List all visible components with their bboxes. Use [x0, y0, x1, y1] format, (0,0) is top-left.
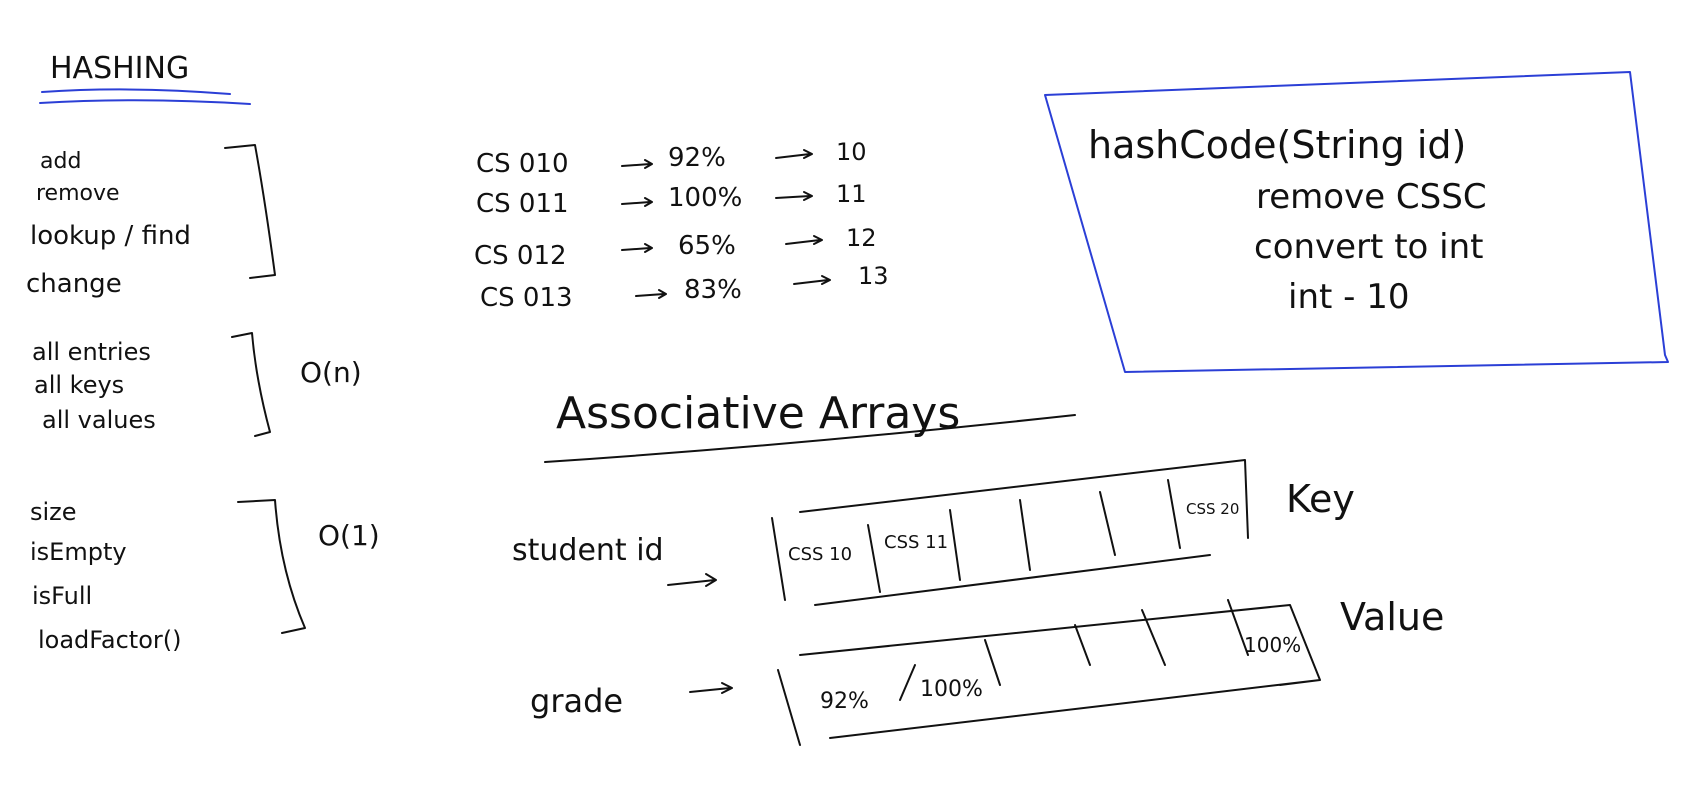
hashcode-step-remove: remove CSSC — [1256, 177, 1487, 217]
op-all-keys: all keys — [34, 371, 124, 399]
op-loadfactor: loadFactor() — [38, 626, 181, 654]
mapping-id: CS 011 — [476, 189, 569, 219]
key-cell: CSS 11 — [884, 532, 948, 553]
value-label: grade — [530, 682, 623, 720]
op-remove: remove — [36, 181, 120, 206]
op-lookup: lookup / find — [30, 221, 191, 251]
key-array-dividers — [867, 479, 1181, 593]
assoc-title: Associative Arrays — [556, 388, 960, 439]
op-isempty: isEmpty — [30, 538, 127, 566]
hashcode-box: hashCode(String id) remove CSSC convert … — [1044, 71, 1669, 373]
value-array: 92% 100% 100% — [777, 599, 1321, 746]
arrow-icon — [621, 243, 653, 253]
mapping-grade: 83% — [684, 275, 742, 305]
arrow-icon — [775, 191, 813, 201]
bracket-group2 — [231, 332, 271, 437]
value-array-dividers — [899, 599, 1249, 701]
arrow-icon — [689, 682, 733, 694]
arrow-icon — [635, 289, 667, 299]
bracket-group1 — [224, 144, 276, 279]
mapping-index: 12 — [846, 224, 877, 252]
bracket-group3 — [237, 499, 306, 634]
arrow-icon — [667, 573, 717, 587]
arrow-icon — [775, 149, 813, 159]
mapping-row: CS 011 100% 11 — [476, 180, 867, 219]
hashcode-box-border — [1044, 71, 1669, 373]
op-size: size — [30, 498, 77, 526]
value-array-outline — [777, 604, 1321, 746]
mapping-row: CS 013 83% 13 — [480, 262, 889, 313]
page-title: HASHING — [50, 51, 189, 86]
complexity-on: O(n) — [300, 356, 362, 389]
mapping-row: CS 010 92% 10 — [476, 138, 867, 179]
op-change: change — [26, 269, 122, 299]
key-cell: CSS 10 — [788, 544, 852, 565]
mapping-index: 10 — [836, 138, 867, 166]
hashcode-step-convert: convert to int — [1254, 227, 1483, 267]
arrow-icon — [793, 275, 831, 285]
op-all-values: all values — [42, 406, 156, 434]
hashcode-signature: hashCode(String id) — [1088, 123, 1466, 167]
mapping-list: CS 010 92% 10 CS 011 100% 11 CS 012 65% … — [474, 138, 889, 313]
value-cell: 92% — [820, 689, 869, 714]
op-add: add — [40, 149, 81, 174]
key-label: student id — [512, 533, 664, 568]
mapping-grade: 65% — [678, 231, 736, 261]
value-cell: 100% — [1244, 633, 1301, 657]
mapping-id: CS 010 — [476, 149, 569, 179]
arrow-icon — [621, 197, 653, 207]
value-cell: 100% — [920, 677, 983, 702]
mapping-row: CS 012 65% 12 — [474, 224, 877, 271]
mapping-grade: 100% — [668, 183, 742, 213]
op-all-entries: all entries — [32, 338, 151, 366]
hashcode-step-subtract: int - 10 — [1288, 277, 1409, 317]
key-array-label: Key — [1286, 477, 1355, 521]
mapping-id: CS 012 — [474, 241, 567, 271]
op-isfull: isFull — [32, 582, 92, 610]
complexity-o1: O(1) — [318, 519, 380, 552]
mapping-grade: 92% — [668, 143, 726, 173]
value-array-label: Value — [1340, 595, 1444, 639]
arrow-icon — [785, 235, 823, 245]
mapping-index: 13 — [858, 262, 889, 290]
title-underline — [39, 88, 251, 105]
key-array: CSS 10 CSS 11 CSS 20 — [771, 459, 1249, 606]
key-cell: CSS 20 — [1186, 500, 1239, 518]
mapping-id: CS 013 — [480, 283, 573, 313]
mapping-index: 11 — [836, 180, 867, 208]
arrow-icon — [621, 159, 653, 169]
assoc-title-underline — [544, 414, 1076, 463]
key-array-outline — [771, 459, 1249, 606]
